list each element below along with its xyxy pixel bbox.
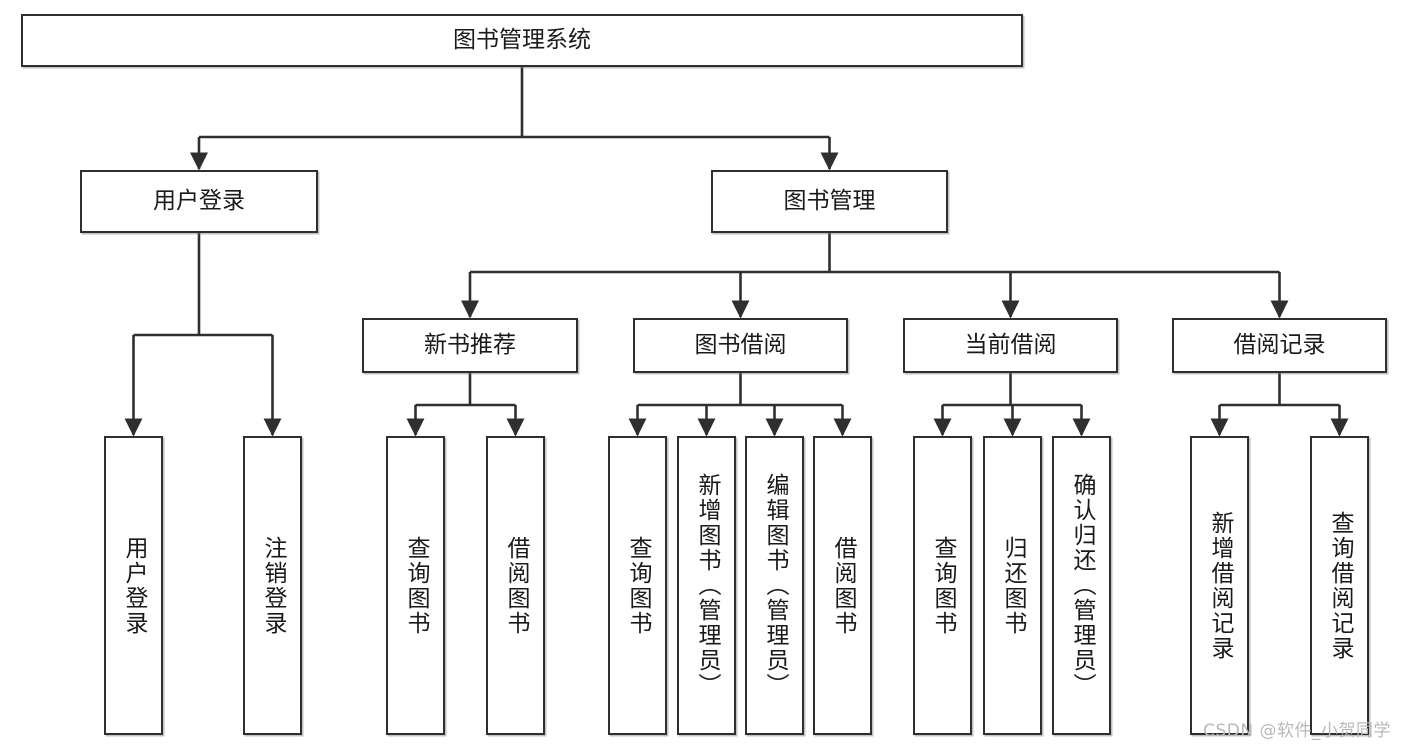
node-b4[interactable]: 借阅图书 [813,436,872,735]
node-label: 当前借阅 [964,331,1057,358]
node-r2[interactable]: 查询借阅记录 [1310,436,1369,735]
node-label: 借阅图书 [830,535,856,636]
node-label: 用户登录 [121,535,147,636]
csdn-watermark: CSDN @软件_小贺同学 [1203,721,1391,741]
node-current[interactable]: 当前借阅 [903,318,1118,373]
node-n1[interactable]: 查询图书 [386,436,445,735]
node-label: 查询图书 [625,535,651,636]
node-label: 新书推荐 [424,331,516,358]
node-c3[interactable]: 确认归还（管理员） [1052,436,1111,735]
node-b3[interactable]: 编辑图书（管理员） [745,436,804,735]
node-label: 用户登录 [153,187,245,214]
node-n2[interactable]: 借阅图书 [486,436,545,735]
node-r1[interactable]: 新增借阅记录 [1190,436,1249,735]
node-label: 新增图书（管理员） [694,473,720,698]
node-label: 归还图书 [1000,535,1026,636]
node-c2[interactable]: 归还图书 [983,436,1042,735]
node-label: 查询借阅记录 [1327,510,1353,661]
node-b2[interactable]: 新增图书（管理员） [677,436,736,735]
node-label: 新增借阅记录 [1207,510,1233,661]
node-label: 图书管理系统 [453,26,591,53]
node-l2[interactable]: 注销登录 [243,436,302,735]
node-b1[interactable]: 查询图书 [608,436,667,735]
node-label: 借阅图书 [503,535,529,636]
node-label: 查询图书 [403,535,429,636]
node-c1[interactable]: 查询图书 [913,436,972,735]
node-newbook[interactable]: 新书推荐 [362,318,578,373]
node-label: 注销登录 [260,535,286,636]
node-label: 图书管理 [783,187,876,214]
node-root[interactable]: 图书管理系统 [21,14,1023,67]
node-bookmgmt[interactable]: 图书管理 [711,170,948,233]
node-l1[interactable]: 用户登录 [104,436,163,735]
node-label: 确认归还（管理员） [1069,473,1095,698]
node-borrow[interactable]: 图书借阅 [633,318,848,373]
node-label: 编辑图书（管理员） [762,473,788,698]
node-label: 查询图书 [930,535,956,636]
node-login[interactable]: 用户登录 [80,170,318,233]
node-label: 借阅记录 [1233,331,1326,358]
node-label: 图书借阅 [694,331,787,358]
node-records[interactable]: 借阅记录 [1172,318,1387,373]
